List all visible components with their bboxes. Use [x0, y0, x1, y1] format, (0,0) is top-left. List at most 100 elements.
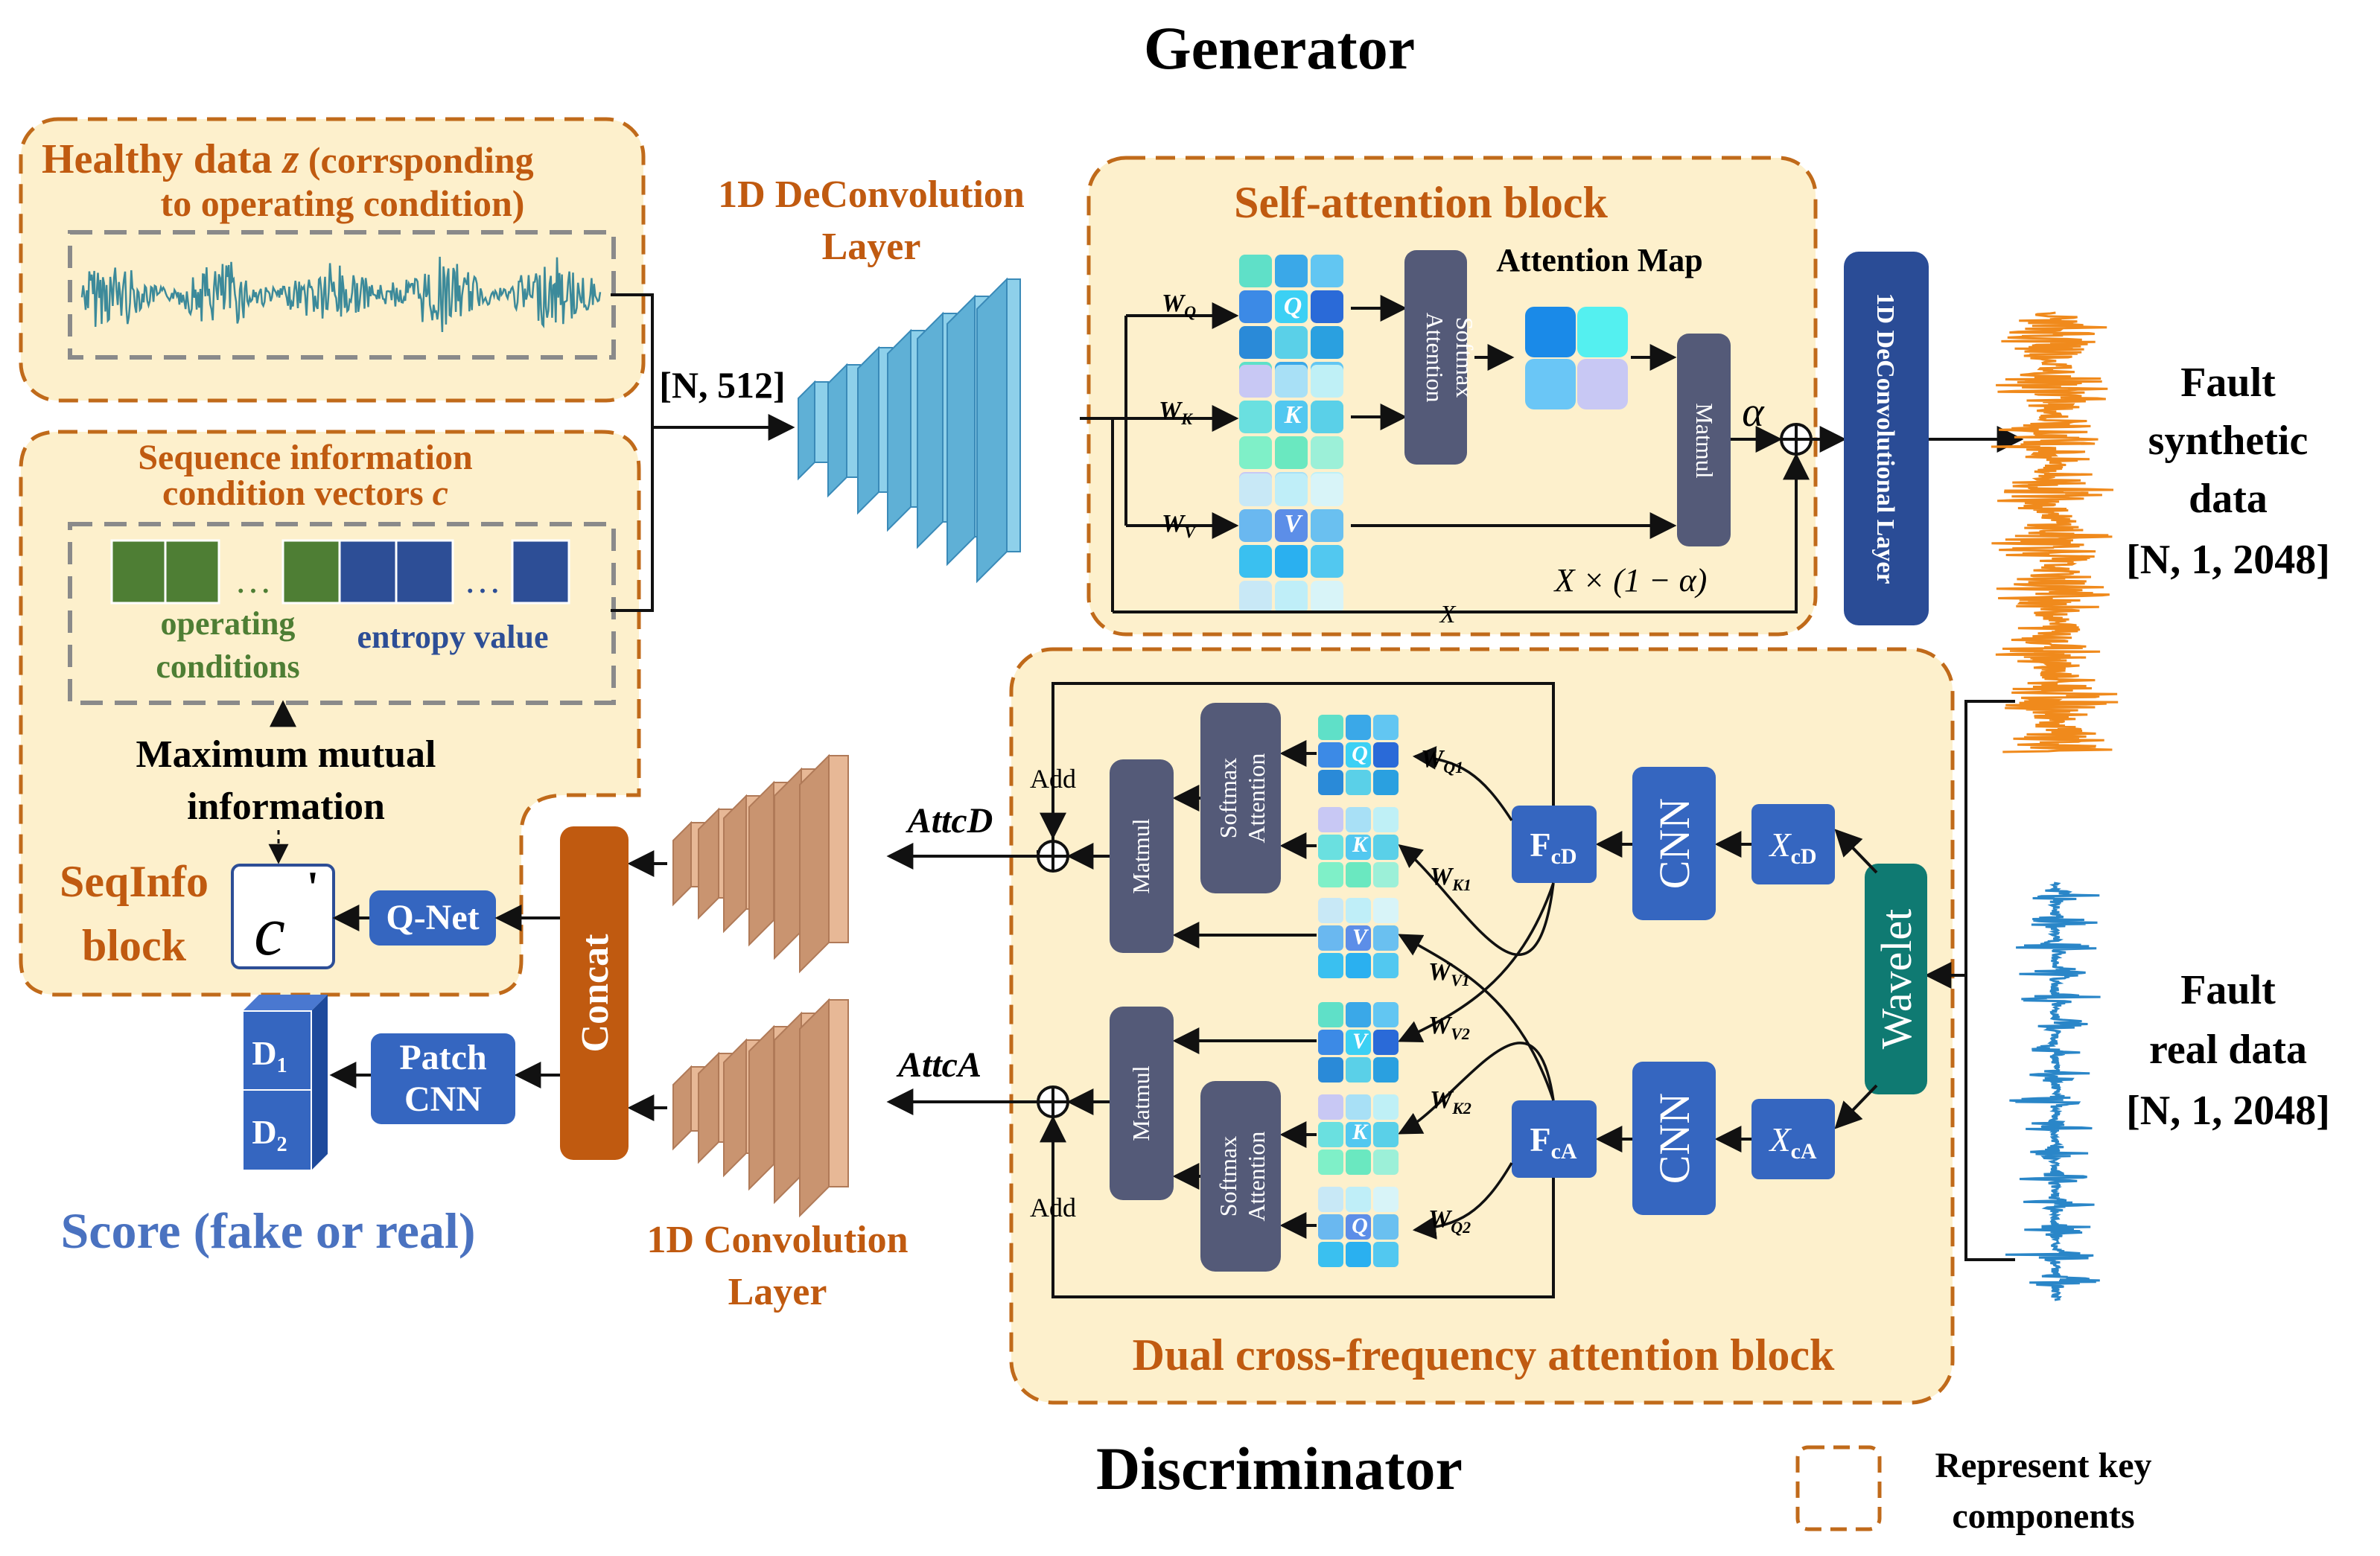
- matrix-cell: [1373, 835, 1399, 860]
- d-q1-matrix: [1318, 715, 1399, 795]
- fca-box: [1512, 1100, 1597, 1178]
- layer-slab-side: [698, 1051, 719, 1164]
- matrix-cell: [1239, 436, 1272, 469]
- layer-slab-side: [857, 345, 879, 515]
- matrix-cell: [1239, 326, 1272, 359]
- deconv-title-line1: 1D DeConvolution: [718, 173, 1025, 216]
- matrix-cell: [1346, 770, 1371, 795]
- sa-residual-path: [1113, 453, 1810, 613]
- matrix-cell: [1318, 1187, 1343, 1212]
- operating-condition-cells: [110, 539, 341, 605]
- wv1-path: [1398, 934, 1555, 1101]
- layer-slab: [814, 381, 829, 463]
- matrix-cell: [1373, 1150, 1399, 1175]
- d-v1-label: V: [1352, 925, 1369, 949]
- q-net-label: Q-Net: [386, 898, 479, 937]
- matrix-cell: [1373, 742, 1399, 768]
- layer-slab: [828, 999, 849, 1187]
- matrix-cell: [1318, 925, 1343, 951]
- matrix-cell: [1239, 401, 1272, 433]
- d-softmax-lower: [1200, 1081, 1281, 1272]
- fault-synthetic-line2: synthetic: [2148, 418, 2309, 464]
- matrix-cell: [1373, 1094, 1399, 1120]
- matrix-cell: [1373, 807, 1399, 832]
- matrix-cell: [1346, 1094, 1371, 1120]
- matrix-cell: [1311, 401, 1343, 433]
- matrix-cell: [1318, 835, 1343, 860]
- d-softmax-lower-label: SoftmaxAttention: [1215, 1132, 1270, 1222]
- matrix-cell: [1318, 1057, 1343, 1082]
- conv-stack-upper: [672, 753, 849, 974]
- matrix-cell: [1346, 807, 1371, 832]
- fault-real-shape: [N, 1, 2048]: [2126, 1088, 2330, 1134]
- matrix-cell: [1318, 1094, 1343, 1120]
- operating-cell: [110, 539, 167, 605]
- sa-q-label: Q: [1284, 293, 1302, 320]
- matrix-cell: [1373, 862, 1399, 887]
- layer-slab-side: [917, 311, 944, 549]
- matrix-cell: [1318, 770, 1343, 795]
- matrix-cell: [1373, 898, 1399, 923]
- d-matmul-upper-label: Matmul: [1127, 818, 1154, 893]
- matrix-cell: [1275, 436, 1308, 469]
- wq1-label: WQ1: [1421, 745, 1463, 777]
- matrix-cell: [1239, 545, 1272, 578]
- upper-add-label: Add: [1030, 764, 1076, 794]
- matrix-cell: [1311, 436, 1343, 469]
- healthy-data-block: [19, 117, 646, 403]
- entropy-dots: …: [464, 559, 501, 601]
- healthy-signal-frame: [68, 230, 616, 360]
- fcd-box: [1512, 806, 1597, 883]
- layer-slab-side: [827, 363, 847, 498]
- matrix-cell: [1275, 474, 1308, 506]
- layer-slab-side: [946, 294, 976, 567]
- sa-matmul-label: Matmul: [1691, 403, 1718, 478]
- x-mult-label: X × (1 − α): [1553, 562, 1708, 599]
- matrix-cell: [1346, 1122, 1371, 1147]
- d-q2-matrix: [1318, 1187, 1399, 1267]
- xcd-box: [1751, 804, 1835, 884]
- matrix-cell: [1311, 581, 1343, 613]
- operating-cell: [281, 539, 341, 605]
- matrix-cell: [1373, 1002, 1399, 1027]
- self-attention-title: Self-attention block: [1234, 178, 1608, 227]
- matrix-cell: [1275, 401, 1308, 433]
- score-cube: [242, 995, 328, 1171]
- entropy-cells: [338, 539, 570, 605]
- xcd-label: XcD: [1768, 826, 1816, 869]
- attention-map-label: Attention Map: [1496, 242, 1702, 278]
- deconv-layer-stack: [798, 277, 1021, 584]
- matrix-cell: [1346, 898, 1371, 923]
- attcd-label: AttcD: [906, 801, 993, 841]
- fcd-label: FcD: [1530, 826, 1576, 869]
- d-v2-matrix: [1318, 1002, 1399, 1082]
- matrix-cell: [1346, 925, 1371, 951]
- matrix-cell: [1311, 255, 1343, 287]
- d-matmul-upper: [1110, 759, 1174, 953]
- matrix-cell: [1311, 326, 1343, 359]
- entropy-label: entropy value: [357, 619, 548, 655]
- matrix-cell: [1239, 290, 1272, 323]
- discriminator-input-bracket: [1964, 700, 2015, 1261]
- matrix-cell: [1239, 365, 1272, 398]
- layer-slab-side: [798, 380, 815, 481]
- matrix-cell: [1373, 1030, 1399, 1055]
- d-k1-matrix: [1318, 807, 1399, 887]
- wk1-path: [1398, 844, 1555, 957]
- cube-top-face: [243, 995, 328, 1011]
- wv2-label: WV2: [1428, 1012, 1470, 1043]
- conv-stack-lower: [672, 998, 849, 1218]
- matrix-cell: [1239, 255, 1272, 287]
- sa-k-matrix: [1239, 365, 1343, 505]
- wk1-label: WK1: [1430, 863, 1471, 894]
- cnn-cd-box: [1632, 767, 1716, 920]
- matrix-cell: [1318, 1030, 1343, 1055]
- sa-matmul-box: [1677, 334, 1731, 546]
- matrix-cell: [1346, 1002, 1371, 1027]
- wk2-label: WK2: [1430, 1086, 1471, 1117]
- layer-slab-side: [799, 753, 830, 974]
- xca-label: XcA: [1768, 1120, 1816, 1164]
- matrix-cell: [1346, 862, 1371, 887]
- d-softmax-upper-label: SoftmaxAttention: [1215, 753, 1270, 844]
- wq2-path: [1412, 1162, 1513, 1240]
